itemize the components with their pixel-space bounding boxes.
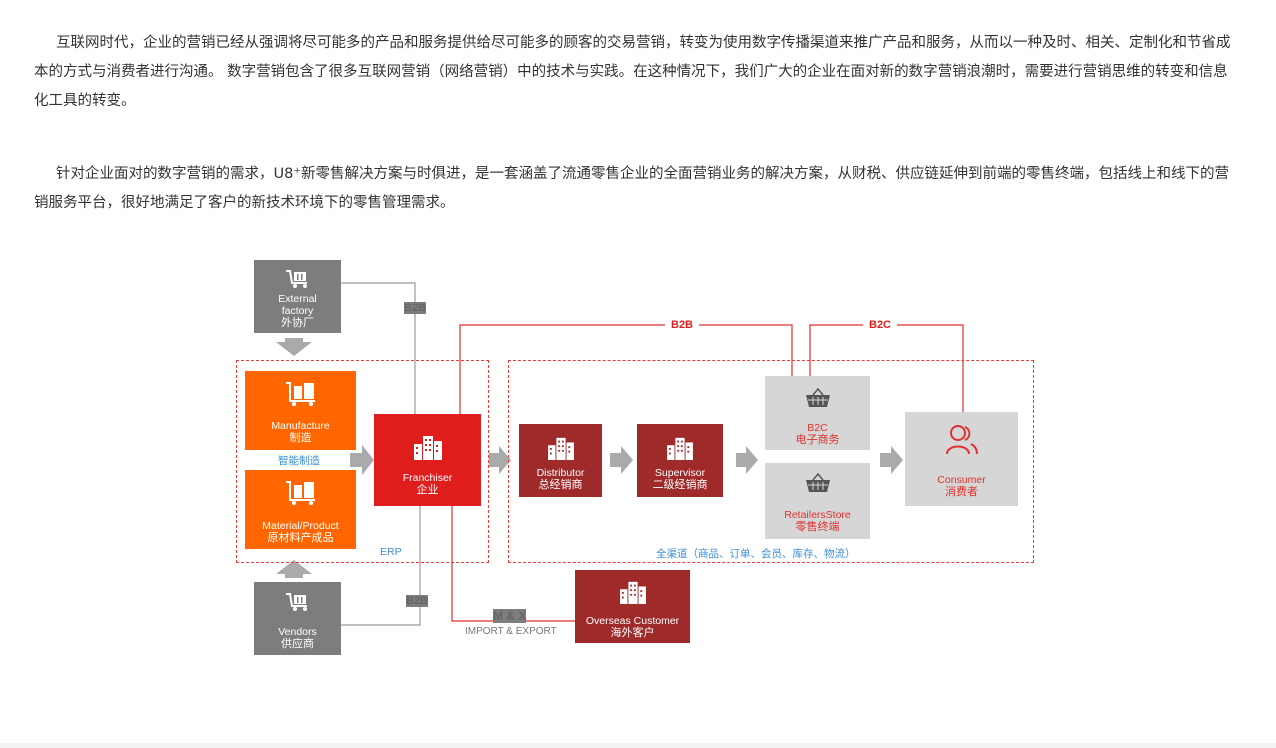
- people-icon: [945, 425, 978, 455]
- cart-icon: [285, 270, 307, 288]
- node-title: External factory: [278, 293, 317, 317]
- node-title: B2C: [807, 422, 828, 434]
- basket-icon: [805, 473, 830, 492]
- franchiser-node: Franchiser 企业: [374, 414, 481, 506]
- vendors-node: Vendors 供应商: [254, 582, 341, 655]
- node-cn-label: 海外客户: [610, 627, 655, 639]
- omni-channel-label: 全渠道（商品、订单、会员、库存、物流）: [656, 548, 856, 560]
- cart-icon: [285, 593, 307, 611]
- omni-channel-group: [508, 360, 1034, 563]
- node-title: RetailersStore: [784, 509, 851, 521]
- supervisor-node: Supervisor 二级经销商: [637, 424, 723, 497]
- overseas-customer-node: Overseas Customer 海外客户: [575, 570, 690, 643]
- node-cn-label: 消费者: [945, 486, 978, 498]
- node-title: Consumer: [937, 474, 986, 486]
- node-title: Supervisor: [654, 467, 706, 479]
- distributor-node: Distributor 总经销商: [519, 424, 602, 497]
- node-cn-label: 零售终端: [795, 521, 840, 533]
- erp-label: ERP: [380, 546, 402, 558]
- node-cn-label: 电子商务: [795, 434, 840, 446]
- node-title: Manufacture: [271, 420, 330, 432]
- node-cn-label: 原材料产成品: [267, 532, 334, 544]
- page-bottom-divider: [0, 743, 1276, 748]
- b2c-ecommerce-node: B2C 电子商务: [765, 376, 870, 450]
- solution-paragraph: 针对企业面对的数字营销的需求，U8⁺新零售解决方案与时俱进，是一套涵盖了流通零售…: [34, 166, 1229, 211]
- node-title: Material/Product: [262, 520, 339, 532]
- node-title: Overseas Customer: [585, 615, 680, 627]
- arrow-right-icon: [489, 446, 511, 474]
- retailers-store-node: RetailersStore 零售终端: [765, 463, 870, 539]
- node-title: Vendors: [278, 626, 317, 638]
- luggage-cart-icon: [285, 481, 315, 506]
- node-cn-label: 供应商: [281, 638, 314, 650]
- mx-label: M & X: [493, 609, 527, 623]
- arrow-right-icon: [350, 445, 374, 475]
- buildings-icon: [667, 437, 693, 460]
- arrow-down-icon: [276, 338, 312, 356]
- node-cn-label: 二级经销商: [652, 479, 708, 491]
- intro-paragraph: 互联网时代，企业的营销已经从强调将尽可能多的产品和服务提供给尽可能多的顾客的交易…: [34, 35, 1231, 109]
- external-factory-node: External factory 外协厂: [254, 260, 341, 333]
- arrow-right-icon: [880, 446, 903, 474]
- b2b-label: B2B: [406, 595, 429, 607]
- luggage-cart-icon: [285, 382, 315, 407]
- arrow-right-icon: [736, 446, 758, 474]
- flow-arrows: [276, 338, 903, 578]
- import-export-label: IMPORT & EXPORT: [465, 626, 557, 637]
- node-title: Franchiser: [402, 472, 453, 484]
- buildings-icon: [547, 437, 574, 460]
- material-product-node: Material/Product 原材料产成品: [245, 470, 356, 549]
- node-cn-label: 总经销商: [538, 479, 583, 491]
- manufacture-node: Manufacture 制造: [245, 371, 356, 450]
- basket-icon: [805, 388, 830, 407]
- arrow-right-icon: [610, 446, 633, 474]
- b2b-label: B2B: [404, 302, 427, 314]
- buildings-icon: [619, 581, 646, 604]
- buildings-icon: [413, 436, 442, 460]
- arrow-up-icon: [276, 560, 312, 578]
- node-title: Distributor: [536, 467, 585, 479]
- consumer-node: Consumer 消费者: [905, 412, 1018, 506]
- b2b-channel-label: B2B: [665, 319, 700, 331]
- smart-manufacturing-label: 智能制造: [278, 455, 320, 467]
- node-cn-label: 企业: [416, 484, 439, 496]
- erp-group: [236, 360, 489, 563]
- node-cn-label: 制造: [289, 432, 312, 444]
- node-cn-label: 外协厂: [281, 317, 314, 329]
- b2c-channel-label: B2C: [863, 319, 898, 331]
